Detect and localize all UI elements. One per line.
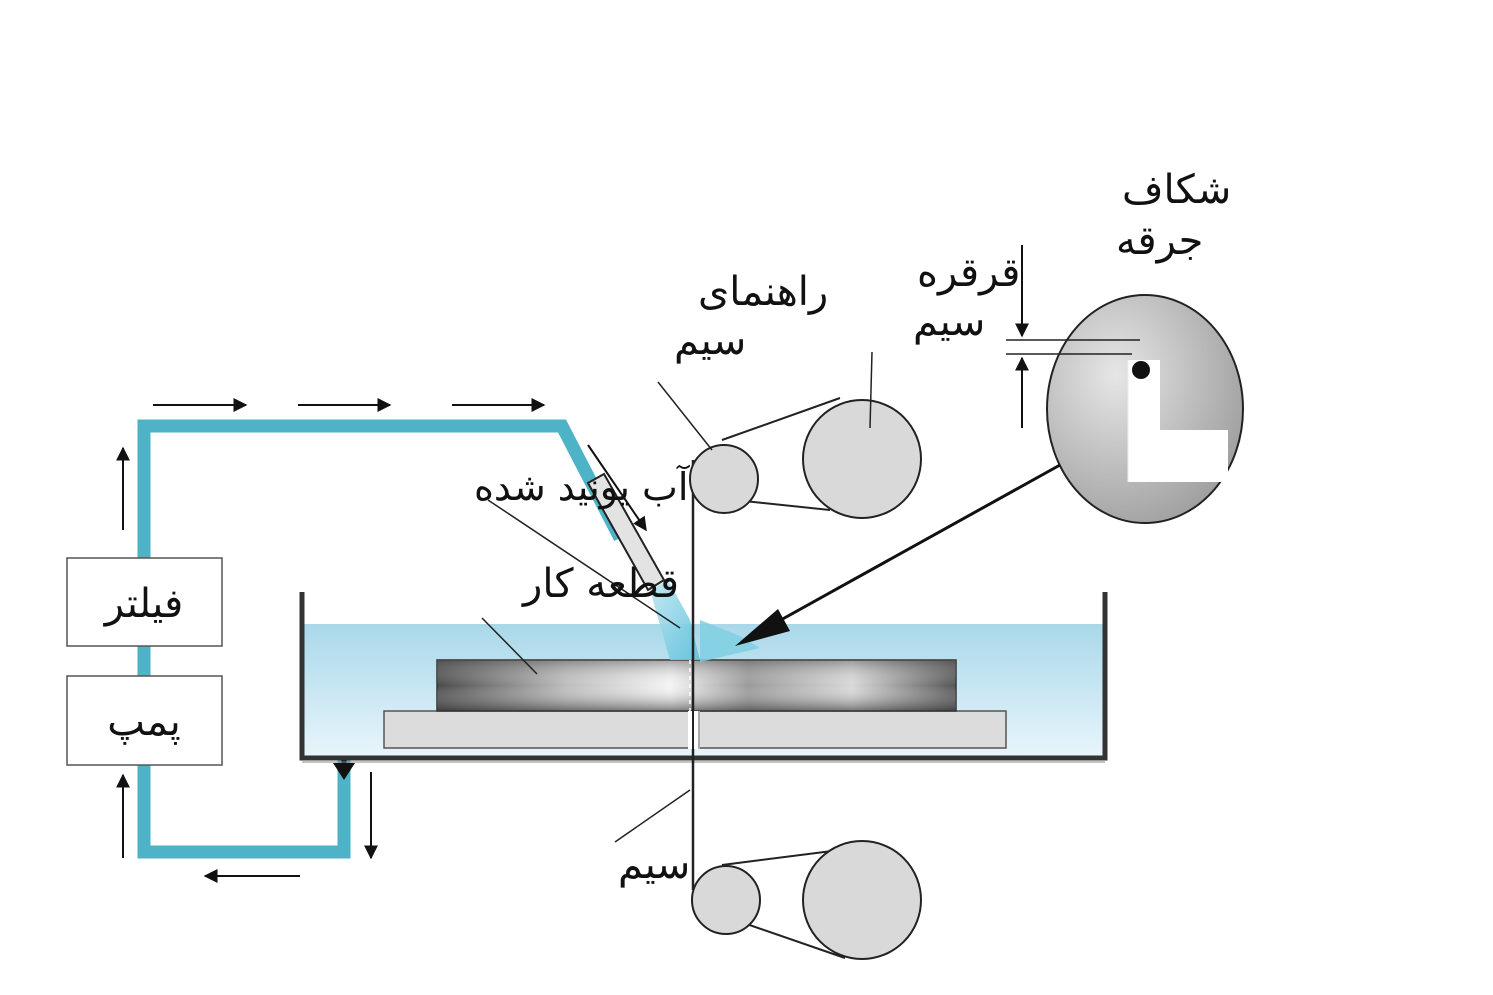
pump-label: پمپ bbox=[107, 699, 181, 745]
spark-gap-label-line2: جرقه bbox=[1116, 218, 1203, 264]
lower-wire-spool bbox=[802, 840, 922, 960]
deionized-water-label: آب یونید شده bbox=[474, 464, 690, 510]
upper-wire-guide-roller bbox=[689, 444, 759, 514]
spark-gap-label-line1: شکاف bbox=[1122, 167, 1231, 213]
workpiece-label: قطعه کار bbox=[521, 561, 679, 607]
labels: شکاف جرقه قرقره سیم راهنمای سیم آب یونید… bbox=[474, 167, 1231, 888]
wire-guide-label-line2: سیم bbox=[674, 318, 746, 364]
leader-lines bbox=[481, 351, 873, 843]
wire bbox=[688, 397, 846, 959]
filter-box: فیلتر bbox=[66, 557, 223, 647]
wire-label: سیم bbox=[618, 842, 690, 888]
wire-guide-label-line1: راهنمای bbox=[698, 269, 828, 315]
lower-wire-guide-roller bbox=[691, 865, 761, 935]
filter-label: فیلتر bbox=[103, 581, 184, 627]
wire-spool-label-line2: سیم bbox=[913, 299, 985, 345]
pump-box: پمپ bbox=[66, 675, 223, 766]
magnify-pointer-arrow bbox=[735, 463, 1061, 646]
wire-spool-label-line1: قرقره bbox=[917, 250, 1020, 296]
water-jet bbox=[650, 580, 760, 662]
spark-gap-magnified-view bbox=[1006, 245, 1244, 524]
nozzle bbox=[586, 472, 666, 592]
workpiece bbox=[436, 659, 957, 712]
arrow-diagonal-icon bbox=[587, 444, 647, 532]
wire-cross-section bbox=[1132, 361, 1150, 379]
upper-wire-spool bbox=[802, 399, 922, 519]
